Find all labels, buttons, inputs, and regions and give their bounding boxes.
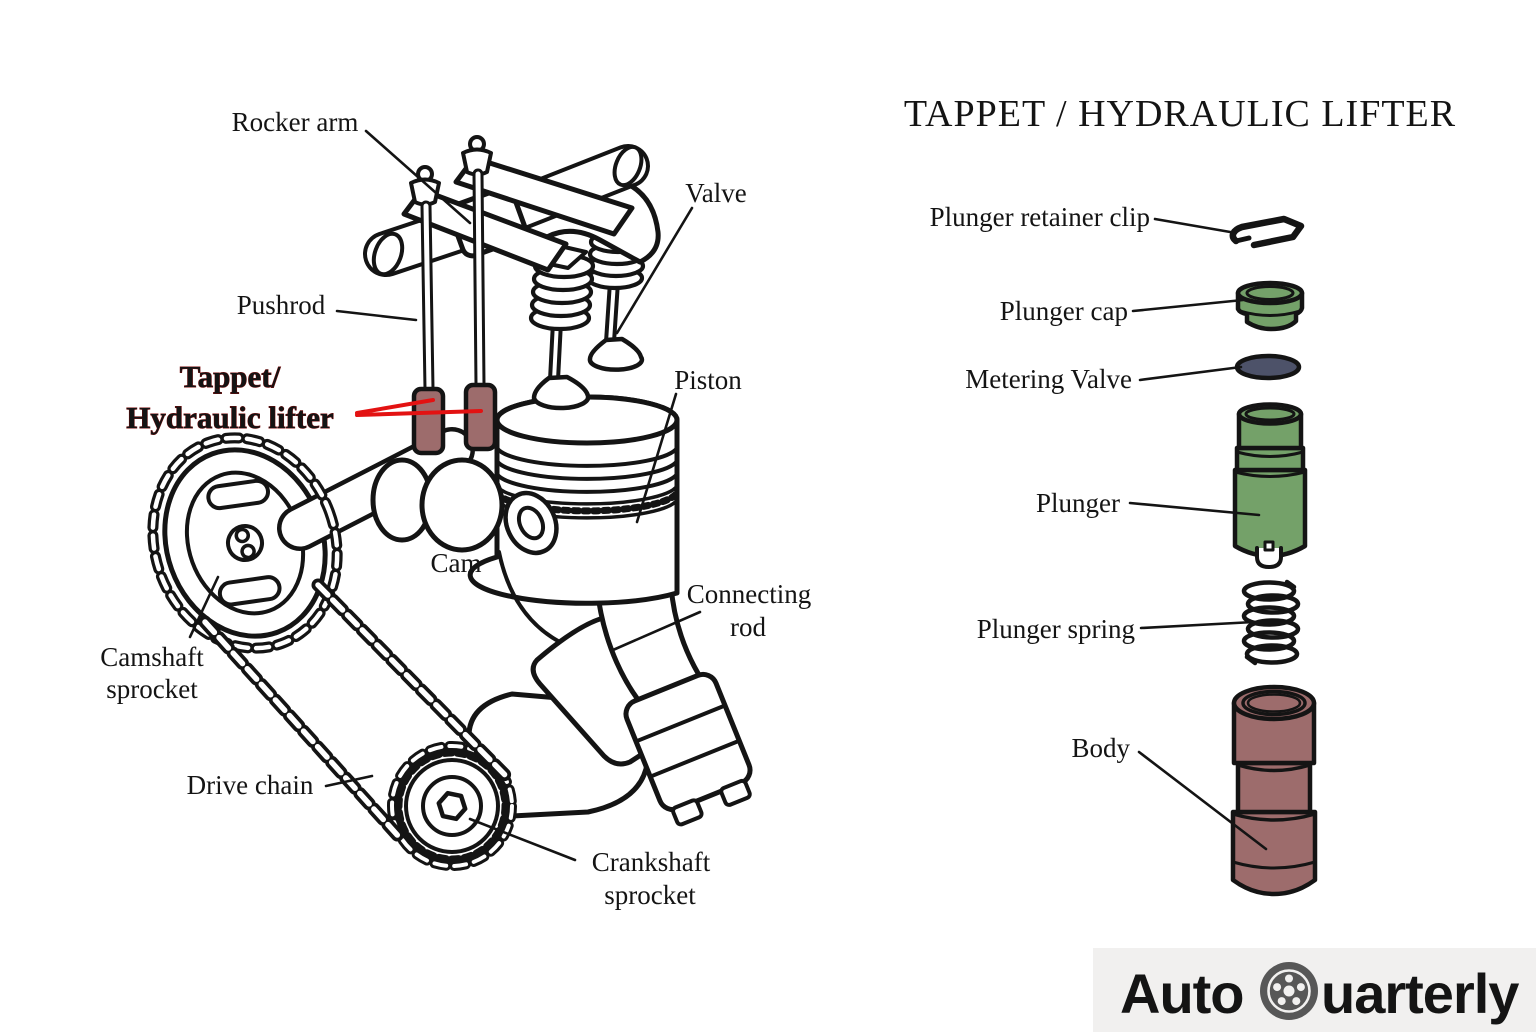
cam-chain-ring <box>147 432 343 654</box>
leader-lines <box>188 129 702 862</box>
plunger-drawing <box>1232 402 1308 569</box>
adjusting-nut-right <box>461 135 493 177</box>
plunger-retainer-clip-label: Plunger retainer clip <box>930 202 1150 232</box>
tappet-label-line1: Tappet/ <box>180 359 281 394</box>
wheel-icon <box>1260 962 1318 1020</box>
lifter-labels: Plunger retainer clip Plunger cap Meteri… <box>930 202 1150 763</box>
valve-label: Valve <box>685 178 746 208</box>
plunger-cap-label: Plunger cap <box>1000 296 1128 326</box>
piston-drawing <box>467 394 681 643</box>
plunger-spring-label: Plunger spring <box>977 614 1135 644</box>
engine-labels: Rocker arm Valve Pushrod Tappet/ Hydraul… <box>100 107 811 910</box>
camshaft-sprocket-label-line1: Camshaft <box>100 642 204 672</box>
camshaft-sprocket-label-line2: sprocket <box>106 674 198 704</box>
drive-chain-drawing <box>198 578 512 845</box>
rocker-arm-label: Rocker arm <box>232 107 359 137</box>
plunger-retainer-clip-drawing <box>1229 215 1305 249</box>
lifter-leader-lines <box>1128 217 1268 851</box>
tappet-label-line2: Hydraulic lifter <box>126 400 334 435</box>
pushrod-label: Pushrod <box>237 290 326 320</box>
tappet-drawing <box>411 382 498 456</box>
logo-text-auto: Auto <box>1120 962 1244 1025</box>
lifter-body-drawing <box>1230 684 1318 897</box>
logo-text-quarterly: uarterly <box>1321 962 1519 1025</box>
connecting-rod-drawing <box>594 583 753 827</box>
drive-chain-label: Drive chain <box>187 770 314 800</box>
page-title: TAPPET / HYDRAULIC LIFTER <box>904 93 1456 135</box>
crankshaft-sprocket-drawing <box>387 741 517 871</box>
crankshaft-sprocket-label-line1: Crankshaft <box>592 847 711 877</box>
pushrod-drawing <box>420 168 486 395</box>
engine-cutaway-drawing <box>147 129 753 871</box>
cam-label: Cam <box>431 548 482 578</box>
piston-label: Piston <box>674 365 742 395</box>
lifter-exploded-drawing <box>1128 215 1318 897</box>
metering-valve-label: Metering Valve <box>965 364 1132 394</box>
plunger-cap-drawing <box>1235 280 1305 332</box>
metering-valve-drawing <box>1234 353 1302 381</box>
crankshaft-sprocket-label-line2: sprocket <box>604 880 696 910</box>
camshaft-sprocket-drawing <box>162 447 328 639</box>
connecting-rod-label-line1: Connecting <box>687 579 811 609</box>
plunger-label: Plunger <box>1036 488 1120 518</box>
tappet-leader-lines <box>355 398 483 417</box>
block-boss-drawing <box>370 457 505 553</box>
plunger-spring-drawing <box>1241 579 1301 666</box>
connecting-rod-label-line2: rod <box>730 612 766 642</box>
adjusting-nut-left <box>409 165 441 207</box>
body-label: Body <box>1071 733 1130 763</box>
brand-footer: Auto uarterly <box>1093 948 1536 1032</box>
